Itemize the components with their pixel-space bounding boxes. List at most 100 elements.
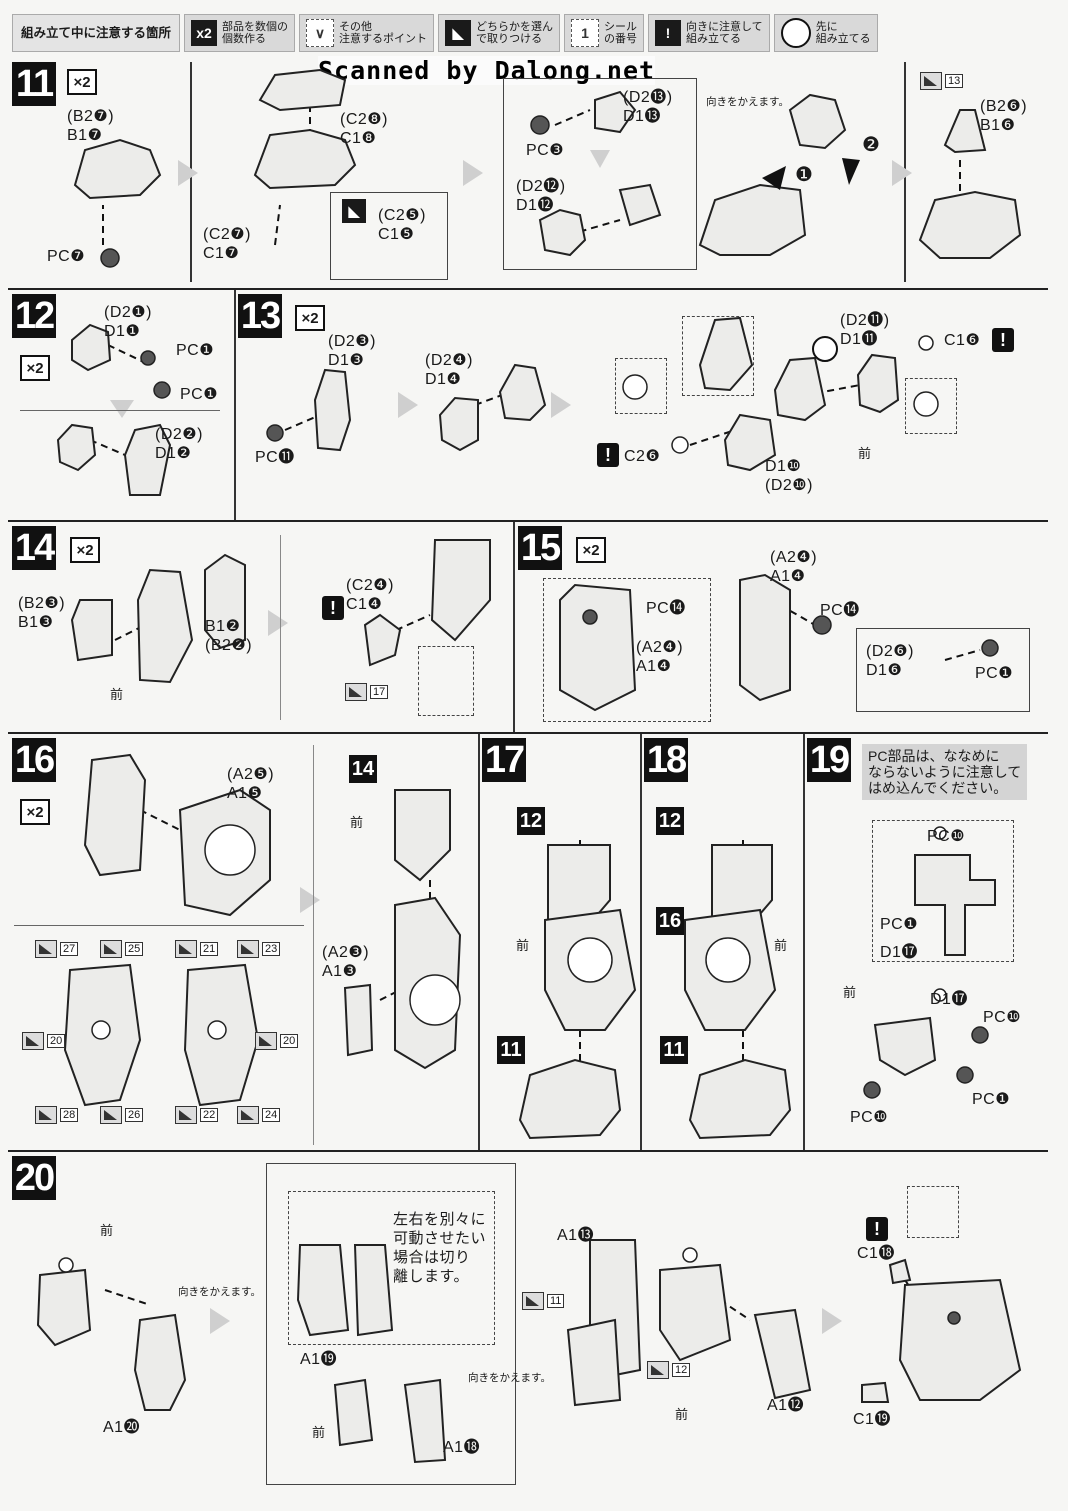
front-indicator: 前: [516, 938, 530, 953]
part-label: A1⓬: [767, 1397, 805, 1414]
warning-icon: !: [992, 328, 1014, 352]
part-label: (D2❸) D1❸: [328, 333, 376, 369]
step-ref-12: 12: [656, 807, 684, 835]
step-ref-11: 11: [497, 1036, 525, 1064]
part-label: (D2⓬) D1⓬: [516, 178, 566, 214]
front-indicator: 前: [350, 815, 364, 830]
sticker-ref: 12: [647, 1361, 691, 1379]
part-label: C1❻: [944, 332, 981, 349]
sticker-icon: [237, 940, 259, 958]
sticker-icon: [35, 1106, 57, 1124]
sticker-ref: 24: [237, 1106, 281, 1124]
sticker-icon: [522, 1292, 544, 1310]
divider: [513, 522, 515, 732]
warning-icon: !: [866, 1217, 888, 1241]
step-number-19: 19: [807, 738, 851, 782]
note-text: 左右を別々に 可動させたい 場合は切り 離します。: [393, 1211, 487, 1285]
part-label: (B2❸) B1❸: [18, 595, 66, 631]
part-label: (A2❹) A1❹: [636, 639, 684, 675]
part-label: (D2⓭) D1⓭: [623, 89, 673, 125]
divider: [803, 734, 805, 1150]
sticker-ref: 23: [237, 940, 281, 958]
sticker-icon: [175, 940, 197, 958]
sticker-icon: [35, 940, 57, 958]
divider: [313, 745, 314, 1145]
step-ref-14: 14: [349, 755, 377, 783]
step-number-12: 12: [12, 294, 56, 338]
sticker-icon: [345, 683, 367, 701]
part-label: (A2❺) A1❺: [227, 766, 275, 802]
sticker-icon: [175, 1106, 197, 1124]
sticker-icon: [22, 1032, 44, 1050]
sticker-ref: 22: [175, 1106, 219, 1124]
sticker-ref: 20: [22, 1032, 66, 1050]
legend-item-point: ∨その他 注意するポイント: [299, 14, 435, 52]
detail-box: [418, 646, 474, 716]
part-label: (D2❷) D1❷: [155, 426, 203, 462]
step-number-14: 14: [12, 526, 56, 570]
legend-title: 組み立て中に注意する箇所: [12, 14, 181, 52]
part-label: PC❿: [927, 828, 966, 845]
sticker-ref: 26: [100, 1106, 144, 1124]
sticker-icon: [237, 1106, 259, 1124]
part-label: (B2❻) B1❻: [980, 98, 1028, 134]
part-label: PC❶: [880, 916, 919, 933]
sticker-ref: 20: [255, 1032, 299, 1050]
divider: [234, 290, 236, 520]
divider: [280, 535, 281, 720]
divider: [478, 734, 480, 1150]
part-label: (D2❻) D1❻: [866, 643, 914, 679]
front-indicator: 前: [100, 1223, 114, 1238]
turn-note: 向きをかえます。: [706, 96, 789, 108]
turn-note: 向きをかえます。: [178, 1286, 261, 1298]
part-label: C1⓲: [857, 1245, 895, 1262]
sticker-icon: [255, 1032, 277, 1050]
part-label: PC⓮: [646, 600, 686, 617]
part-label: PC❿: [850, 1109, 889, 1126]
warning-icon: !: [597, 443, 619, 467]
sticker-ref: 21: [175, 940, 219, 958]
quantity-x2-badge: ×2: [20, 355, 50, 381]
front-indicator: 前: [110, 687, 124, 702]
part-label: C1⓳: [853, 1411, 891, 1428]
part-label: A1⓳: [300, 1351, 338, 1368]
order-marker-2: ❷: [862, 134, 881, 156]
part-label: PC❼: [47, 248, 86, 265]
part-label: (B2❼) B1❼: [67, 108, 115, 144]
part-label: (A2❸) A1❸: [322, 944, 370, 980]
part-label: PC❶: [972, 1091, 1011, 1108]
x2-icon: x2: [191, 20, 218, 46]
divider: [8, 520, 1048, 522]
warning-icon: !: [655, 20, 682, 46]
sticker-icon: [647, 1361, 669, 1379]
choose-icon: ◣: [342, 199, 366, 223]
sticker-ref: 11: [522, 1292, 565, 1310]
assemble-first-icon: [812, 336, 838, 362]
quantity-x2-badge: ×2: [576, 537, 606, 563]
part-label: PC❸: [526, 142, 565, 159]
detail-box: [905, 378, 957, 434]
step-number-17: 17: [482, 738, 526, 782]
part-label: (D2❹) D1❹: [425, 352, 473, 388]
step-number-18: 18: [644, 738, 688, 782]
part-label: B1❷ (B2❷): [205, 618, 253, 654]
sticker-ref: 28: [35, 1106, 79, 1124]
quantity-x2-badge: ×2: [67, 69, 97, 95]
part-label: A1⓲: [443, 1439, 481, 1456]
step-number-15: 15: [518, 526, 562, 570]
subassembly-box: [266, 1163, 516, 1485]
detail-box: [872, 820, 1014, 962]
part-label: PC⓫: [255, 449, 295, 466]
divider: [8, 1150, 1048, 1152]
step-number-11: 11: [12, 62, 56, 106]
subassembly-box: [503, 78, 697, 270]
part-label: C2❻: [624, 448, 661, 465]
part-label: (C2❼) C1❼: [203, 226, 251, 262]
step-ref-16: 16: [656, 907, 684, 935]
sticker-ref: 27: [35, 940, 79, 958]
sticker-icon: 1: [571, 19, 600, 47]
order-marker-1: ❶: [795, 164, 814, 186]
